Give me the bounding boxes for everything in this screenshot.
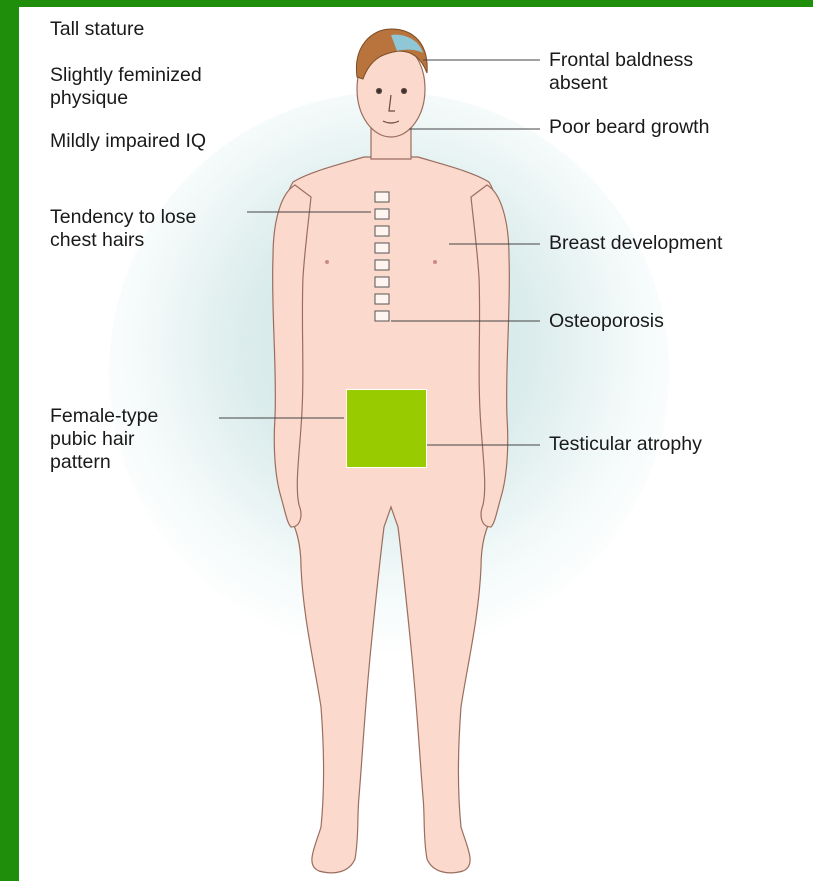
label-beard-growth: Poor beard growth xyxy=(549,116,709,139)
left-nipple xyxy=(325,260,329,264)
label-tall-stature: Tall stature xyxy=(50,18,144,41)
right-nipple xyxy=(433,260,437,264)
label-feminized-physique: Slightly feminized physique xyxy=(50,64,202,110)
label-osteoporosis: Osteoporosis xyxy=(549,310,664,333)
label-impaired-iq: Mildly impaired IQ xyxy=(50,130,206,153)
label-chest-hairs: Tendency to lose chest hairs xyxy=(50,206,196,252)
label-testicular-atrophy: Testicular atrophy xyxy=(549,433,702,456)
label-breast-development: Breast development xyxy=(549,232,722,255)
label-frontal-baldness: Frontal baldness absent xyxy=(549,49,693,95)
diagram-panel: Tall stature Slightly feminized physique… xyxy=(19,7,813,881)
label-pubic-hair: Female-type pubic hair pattern xyxy=(50,405,158,474)
censor-box xyxy=(346,389,427,468)
